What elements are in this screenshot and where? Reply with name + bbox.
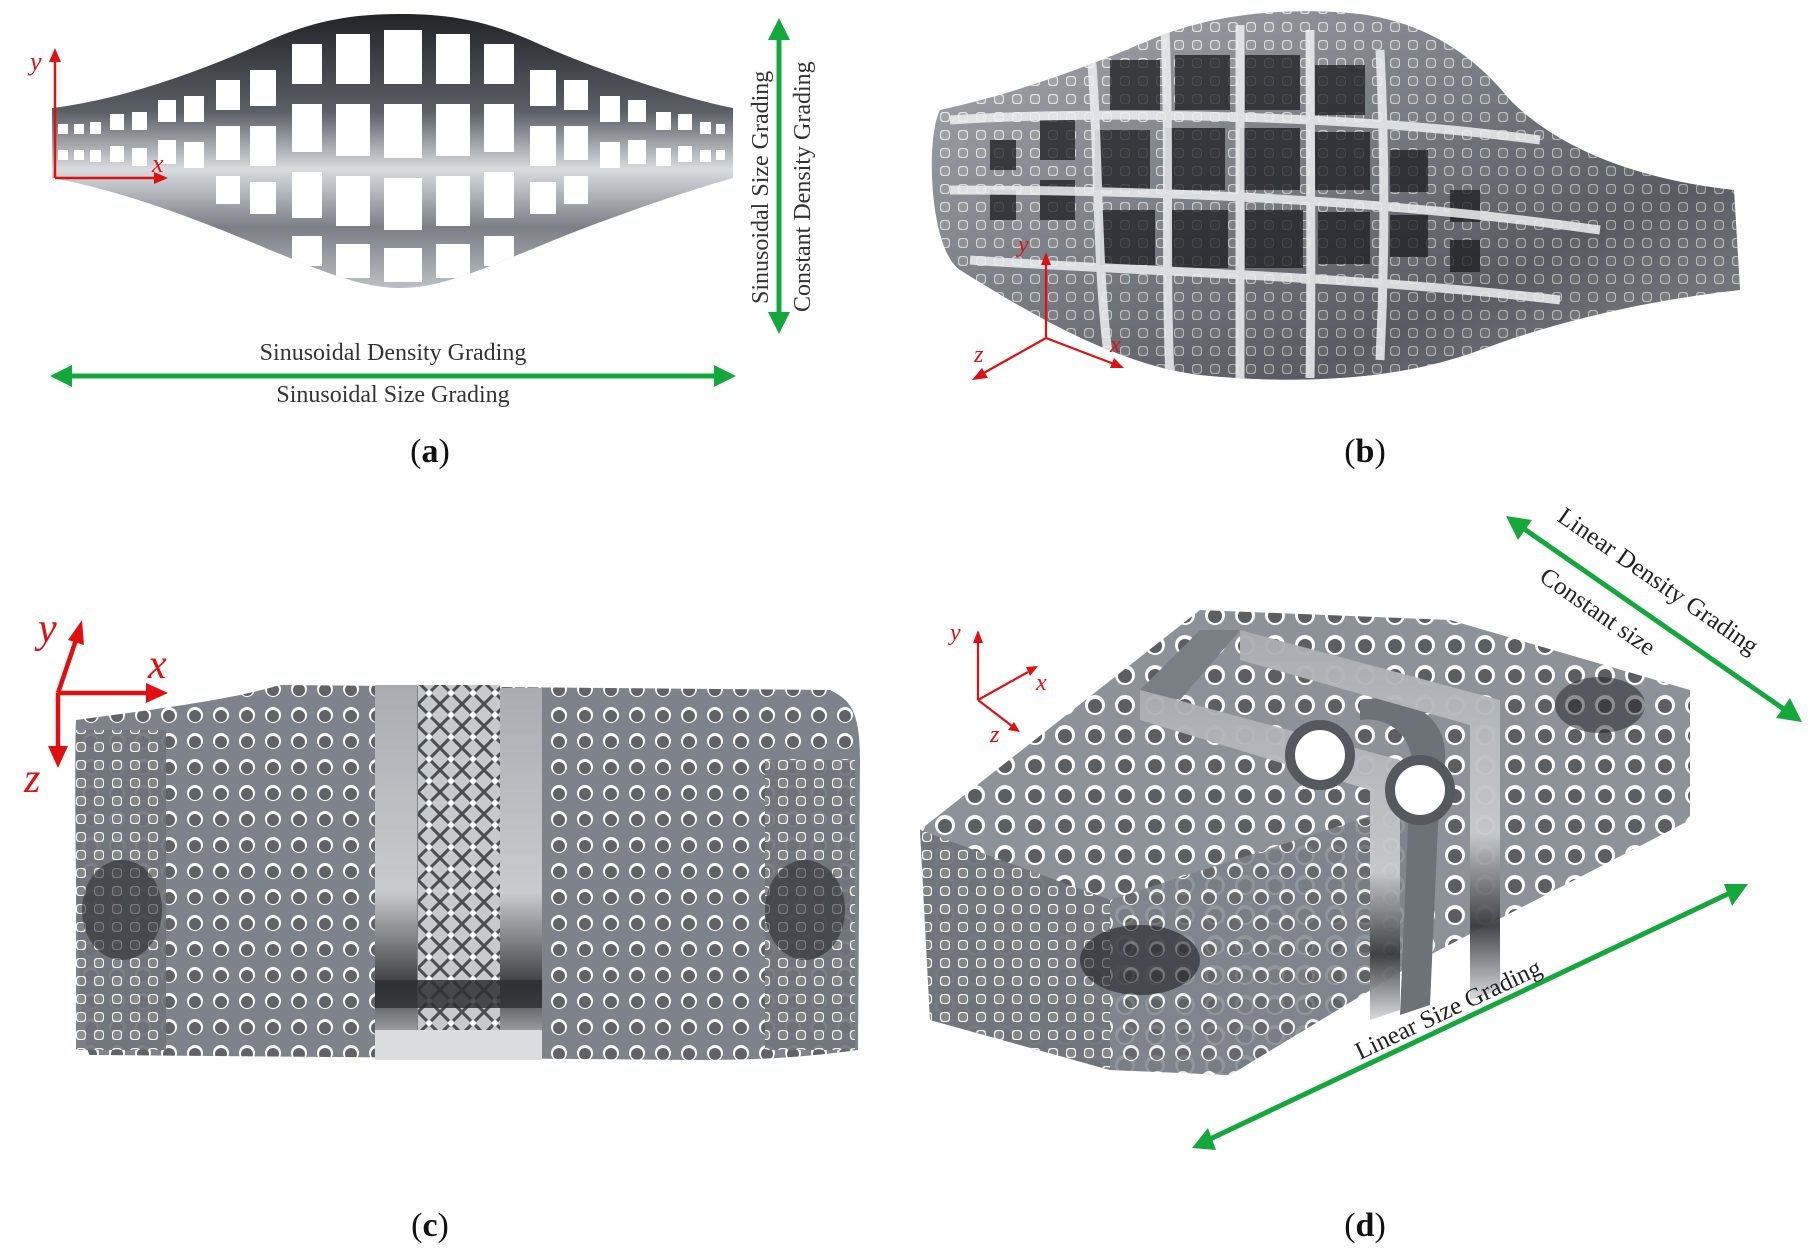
axis-triad-b: [972, 252, 1124, 380]
axis-label-x-d: x: [1035, 670, 1047, 696]
panel-d: y x z Linear Density Grading Constant si…: [920, 503, 1802, 1244]
axis-triad-d: [973, 630, 1038, 732]
axis-label-z-b: z: [973, 342, 984, 368]
horizontal-grading-arrow: [50, 365, 736, 387]
axis-triad-c: [48, 620, 168, 768]
size-grading-arrow: [1192, 884, 1748, 1150]
axis-label-x-c: x: [147, 642, 167, 688]
axis-label-y-d: y: [948, 620, 961, 646]
caption-c: (c): [411, 1207, 449, 1244]
panel-c: y x z (c): [23, 606, 860, 1244]
vertical-grading-arrow: [768, 18, 790, 334]
cage-lattice-3d-image: [920, 610, 1690, 1075]
axis-label-x-b: x: [1109, 332, 1121, 358]
annotation-constant-density-grading: Constant Density Grading: [790, 61, 816, 312]
axis-label-z-d: z: [989, 722, 1000, 748]
panel-a: y x Sinusoidal Size Grading Constant Den…: [27, 14, 816, 470]
panel-b: y z x (b): [931, 11, 1740, 470]
caption-a: (a): [410, 433, 450, 470]
axis-label-y-b: y: [1016, 232, 1029, 258]
cage-lattice-front-image: [75, 685, 860, 1060]
axis-label-x-a: x: [151, 149, 164, 178]
caption-d: (d): [1344, 1207, 1386, 1244]
axis-label-y-a: y: [27, 47, 42, 76]
axis-label-y-c: y: [34, 606, 57, 652]
axis-triad-a: [49, 48, 168, 184]
caption-b: (b): [1344, 433, 1386, 470]
annotation-sinusoidal-size-grading-horizontal: Sinusoidal Size Grading: [276, 382, 509, 408]
annotation-sinusoidal-size-grading-vertical: Sinusoidal Size Grading: [748, 71, 774, 304]
annotation-sinusoidal-density-grading: Sinusoidal Density Grading: [260, 340, 527, 366]
density-grading-arrow: [1506, 516, 1802, 722]
axis-label-z-c: z: [23, 756, 40, 802]
